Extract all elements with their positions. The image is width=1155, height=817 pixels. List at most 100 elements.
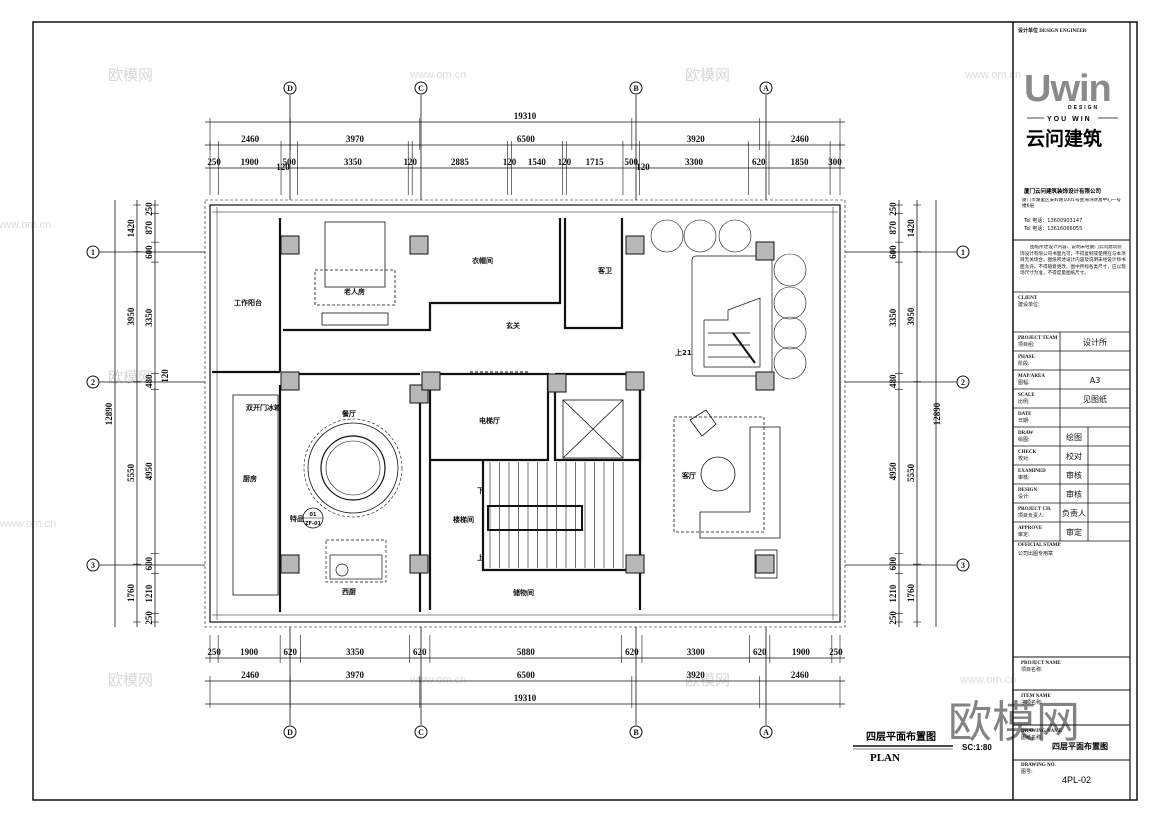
title-block-field-value: 审定 [1066,527,1082,537]
dimension-value: 5550 [126,463,136,482]
axis-bubble [283,81,297,95]
company-logo: Uwin [1024,68,1111,110]
detail-callout-label: 特品 [290,514,304,523]
drawing-scale: SC:1:80 [962,743,992,752]
dimension-value: 2460 [791,134,810,144]
dimension-value: 250 [144,202,154,216]
watermark: www.om.cn [959,674,1016,686]
structural-column [280,235,300,255]
dimension-value: 1210 [888,584,898,603]
brand-name-cn: 云问建筑 [1026,127,1102,150]
dimension-value: 3300 [685,157,704,167]
detail-callout-ref: ZF-01 [305,521,321,527]
dimension-value: 5550 [906,463,916,482]
dimension-value: 3350 [346,647,365,657]
dimension-value: 250 [888,202,898,216]
secondary-stair [691,255,773,377]
dimension-value: 250 [829,647,843,657]
exterior-wall [209,204,841,623]
window-strips [212,207,838,620]
planters [650,219,807,380]
room-label-storage: 储物间 [512,588,534,597]
title-block-field-label: SCALE [1018,393,1035,398]
slogan: YOU WIN [1047,116,1092,123]
kitchen-island [325,539,387,583]
axis-bubble [629,81,643,95]
title-block-field-label-cn: 审定: [1018,531,1030,538]
axis-bubble [956,375,970,389]
dimension-value: 600 [888,556,898,570]
dimension-value: 3350 [888,308,898,327]
watermark: www.om.cn [0,219,51,231]
axis-label: 1 [91,248,95,257]
axis-bubble [759,725,773,739]
dimension-value: 620 [284,647,298,657]
room-label-stairwell: 楼梯间 [453,515,474,524]
dimension-total: 19310 [514,693,537,703]
dimension-value-small: 120 [276,162,290,172]
company-tel-1: Tel 电话：13600903147 [1023,217,1082,224]
item-name-label: ITEM NAME [1021,694,1052,699]
bed [314,221,396,326]
dimension-value: 3300 [687,647,706,657]
axis-label: B [633,84,639,93]
watermark: 欧模网 [108,671,153,689]
watermark: www.om.cn [0,518,56,530]
watermark: www.om.cn [964,69,1021,81]
axis-label: D [287,728,293,737]
axis-bubble [283,725,297,739]
dimension-value: 1420 [126,219,136,238]
drawing-no-label: DRAWING NO. [1021,763,1056,768]
room-label-guest-bath: 客卫 [597,266,612,275]
dimension-value: 1420 [906,219,916,238]
watermarks: 欧模网 www.om.cn 欧模网 www.om.cn www.om.cn 欧模… [0,66,1080,748]
room-label-fridge: 双开门冰箱 [246,403,281,412]
dimension-value: 1210 [144,584,154,603]
watermark: www.om.cn [409,69,466,81]
drawing-name-label: DRAWING NAME [1021,729,1063,734]
title-block-field-label-cn: 图幅: [1018,379,1030,386]
title-block-field-value: 审核 [1066,489,1082,499]
dimension-value-small: 120 [636,162,650,172]
title-block-field-label-cn: 设计: [1018,493,1030,500]
dimension-value: 620 [752,157,766,167]
axis-bubble [956,245,970,259]
dimension-value: 250 [207,157,221,167]
company-tel-2: Tel 电话：13616066055 [1023,225,1082,232]
axis-label: 1 [961,248,965,257]
axis-bubble [86,245,100,259]
kitchen-counter [232,394,279,596]
room-label-kitchen: 厨房 [243,474,257,483]
dimension-value: 4950 [144,462,154,481]
room-label-living: 客厅 [681,471,696,480]
dimension-value: 500 [624,157,638,167]
dimension-value: 2460 [241,134,260,144]
dimension-value: 3970 [346,670,365,680]
dimension-value: 300 [828,157,842,167]
title-block-field-value: 绘图 [1066,432,1082,442]
title-block-field-label-cn: 建设单位: [1018,301,1040,308]
axis-label: C [418,728,424,737]
dimension-value: 1900 [241,157,260,167]
stair-up-label: 上21 [675,348,692,357]
structural-column [280,371,300,391]
axis-bubble [414,725,428,739]
title-block-field-label-cn: 比例: [1018,398,1030,405]
dimension-value: 870 [144,220,154,234]
exterior-facade [204,199,846,628]
title-block-field-value: A3 [1090,376,1101,385]
structural-column [421,371,441,391]
dimension-value: 120 [558,157,572,167]
dimension-value: 3920 [687,134,706,144]
dimension-value: 6500 [517,670,536,680]
dimension-value: 2885 [451,157,470,167]
dimension-value: 5880 [517,647,536,657]
round-dining-table [303,418,403,518]
stair-up-label: 上 [477,553,484,562]
title-block-field-label: CLIENT [1018,296,1038,301]
watermark-large: 欧模网 [948,697,1080,748]
drawing-title: 四层平面布置图 PLAN SC:1:80 [853,730,992,764]
stair-down-label: 下 [477,487,484,495]
title-block-field-label-cn: 校对: [1018,455,1030,462]
structural-column [755,241,775,261]
